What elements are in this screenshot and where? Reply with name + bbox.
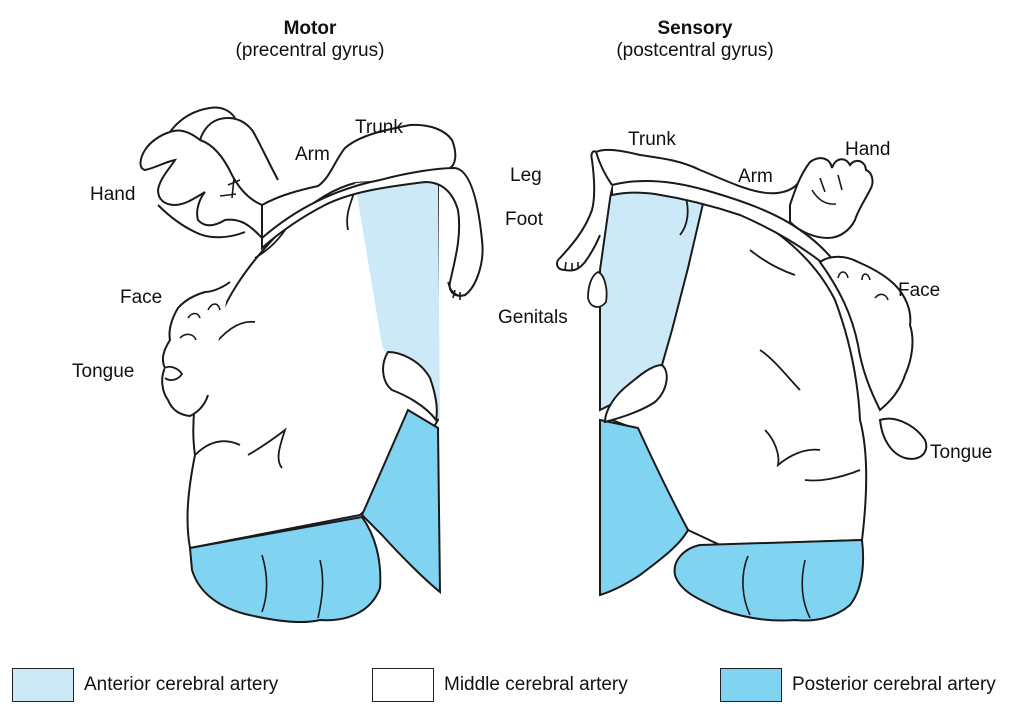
- legend-item-posterior: Posterior cerebral artery: [720, 668, 996, 702]
- sensory-label-foot: Foot: [505, 209, 544, 230]
- motor-hand: [140, 130, 262, 238]
- motor-label-face: Face: [120, 287, 162, 308]
- sensory-label-arm: Arm: [738, 166, 773, 187]
- motor-label-arm: Arm: [295, 144, 330, 165]
- sensory-label-tongue: Tongue: [930, 442, 992, 463]
- sensory-label-leg: Leg: [510, 165, 542, 186]
- legend: Anterior cerebral artery Middle cerebral…: [0, 668, 1030, 706]
- sensory-label-trunk: Trunk: [628, 129, 676, 150]
- legend-swatch-posterior: [720, 668, 782, 702]
- brain-sections-svg: Hand Arm Trunk Face Tongue Trunk Leg Foo…: [0, 0, 1030, 665]
- motor-hemisphere: [140, 107, 482, 622]
- legend-label-middle: Middle cerebral artery: [444, 674, 628, 696]
- sensory-label-hand: Hand: [845, 139, 890, 160]
- legend-swatch-anterior: [12, 668, 74, 702]
- motor-label-tongue: Tongue: [72, 361, 134, 382]
- legend-label-posterior: Posterior cerebral artery: [792, 674, 996, 696]
- sensory-posterior-temporal: [675, 540, 864, 621]
- sensory-label-genitals: Genitals: [498, 307, 568, 328]
- sensory-hand: [790, 158, 873, 238]
- legend-swatch-middle: [372, 668, 434, 702]
- sensory-hemisphere: [557, 150, 926, 621]
- sensory-tongue: [880, 419, 926, 459]
- motor-label-trunk: Trunk: [355, 117, 403, 138]
- sensory-label-face: Face: [898, 280, 940, 301]
- legend-item-anterior: Anterior cerebral artery: [12, 668, 278, 702]
- legend-item-middle: Middle cerebral artery: [372, 668, 628, 702]
- motor-label-hand: Hand: [90, 184, 135, 205]
- sensory-genitals: [588, 272, 607, 307]
- legend-label-anterior: Anterior cerebral artery: [84, 674, 278, 696]
- sensory-trunk-line: [596, 150, 700, 170]
